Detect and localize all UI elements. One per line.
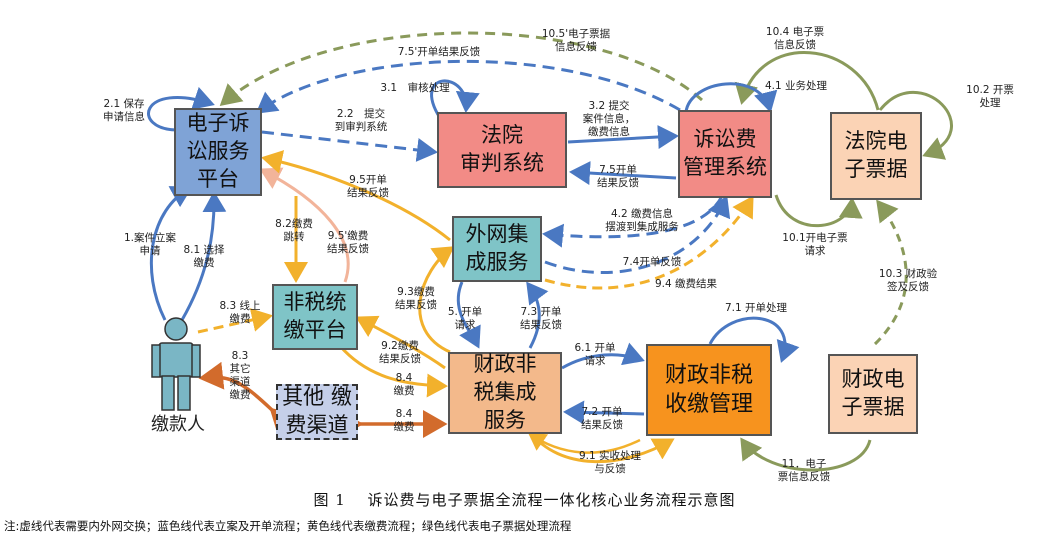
arrow-11 [740,437,872,472]
arrow-8-3-other [198,361,297,435]
payer-person-icon [151,317,201,411]
arrow-10-2 [878,90,953,160]
label-4-1: 4.1 业务处理 [764,80,828,92]
label-4-2: 4.2 缴费信息 摆渡到集成服务 [605,208,679,234]
arrow-7-1 [708,316,800,363]
label-8-1: 8.1 选择 缴费 [183,244,225,270]
label-3-1: 3.1 审核处理 [380,82,450,94]
label-2-1: 2.1 保存 申请信息 [103,98,145,124]
label-10-4: 10.4 电子票 信息反馈 [765,26,825,52]
label-7-5: 7.5开单 结果反馈 [597,164,639,190]
arrow-6-1 [561,342,645,370]
node-court-e-invoice: 法院电 子票据 [830,112,922,200]
node-finance-nontax-service: 财政非 税集成 服务 [448,352,562,434]
node-nontax-payment-platform: 非税统 缴平台 [272,284,358,350]
node-finance-e-invoice: 财政电 子票据 [828,354,918,434]
arrow-7-5-prime [255,60,681,114]
label-9-4: 9.4 缴费结果 [654,278,718,290]
label-2-2: 2.2 提交 到审判系统 [334,108,388,134]
label-5: 5. 开单 请求 [447,306,483,332]
label-8-4a: 8.4 缴费 [393,372,415,398]
arrow-10-3 [873,199,908,346]
label-1: 1.案件立案 申请 [123,232,177,258]
label-9-3: 9.3缴费 结果反馈 [395,286,437,312]
payer-label: 缴款人 [151,414,205,435]
label-9-2: 9.2缴费 结果反馈 [379,340,421,366]
arrow-2-1 [147,86,215,132]
arrow-3-2 [567,125,679,149]
figure-caption: 图 1 诉讼费与电子票据全流程一体化核心业务流程示意图 [313,491,736,509]
arrow-9-5 [261,150,451,242]
arrow-9-2 [355,315,446,370]
arrow-8-4a [338,345,448,398]
label-8-3-other: 8.3 其它 渠道 缴费 [229,350,251,402]
label-9-5: 9.5开单 结果反馈 [347,174,389,200]
label-7-2: 7.2 开单 结果反馈 [581,406,623,432]
arrow-7-3 [526,281,549,349]
label-8-3: 8.3 线上 缴费 [219,300,261,326]
arrow-9-5-prime [259,167,350,283]
arrow-10-1 [774,194,863,228]
label-7-4: 7.4开单反馈 [622,256,682,268]
arrow-7-2 [563,400,645,425]
arrow-1 [149,186,193,321]
label-10-5-prime: 10.5'电子票据 信息反馈 [541,28,611,54]
arrow-9-3 [418,246,455,354]
arrow-8-3 [197,308,273,334]
label-10-2: 10.2 开票 处理 [966,84,1014,110]
label-8-4b: 8.4 缴费 [393,408,415,434]
label-7-5-prime: 7.5'开单结果反馈 [397,46,481,58]
node-court-trial-system: 法院 审判系统 [437,112,567,188]
label-10-3: 10.3 财政验 签及反馈 [878,268,938,294]
label-10-1: 10.1开电子票 请求 [782,232,848,258]
node-finance-nontax-collection: 财政非税 收缴管理 [646,344,772,436]
label-9-1: 9.1 实收处理 与反馈 [578,450,642,476]
arrow-8-1 [180,191,227,321]
label-11: 11．电子 票信息反馈 [777,458,831,484]
node-ecourt-platform: 电子诉 讼服务 平台 [174,108,262,196]
label-7-1: 7.1 开单处理 [724,302,788,314]
arrow-5 [456,281,481,349]
arrow-3-1 [430,79,480,119]
label-3-2: 3.2 提交 案件信息， 缴费信息 [582,100,636,139]
node-other-payment-channels: 其他 缴 费渠道 [276,384,358,440]
label-7-3: 7.3 开单 结果反馈 [520,306,562,332]
arrow-9-4 [544,195,754,290]
node-extranet-integration: 外网集 成服务 [452,216,542,282]
label-9-5-prime: 9.5'缴费 结果反馈 [327,230,369,256]
arrow-4-2 [542,195,724,248]
arrow-10-4 [734,51,880,111]
arrow-7-5 [569,161,677,186]
label-8-2: 8.2缴费 跳转 [275,218,313,244]
node-fee-management-system: 诉讼费 管理系统 [678,110,772,198]
arrow-7-4 [544,195,731,275]
arrow-9-1-back [527,432,641,454]
label-6-1: 6.1 开单 请求 [574,342,616,368]
figure-note: 注:虚线代表需要内外网交换；蓝色线代表立案及开单流程；黄色线代表缴费流程；绿色线… [4,519,572,533]
arrow-10-5-prime [219,31,703,106]
arrow-2-2 [261,130,438,162]
arrow-4-1 [684,82,778,113]
